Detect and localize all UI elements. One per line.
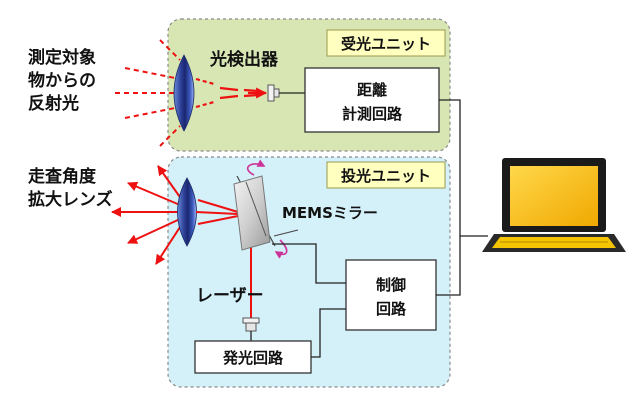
receiver-unit-tag: 受光ユニット [326,29,446,57]
projector-unit-label: 投光ユニット [341,167,431,185]
emitter-circuit-box: 発光回路 [194,340,312,374]
mems-mirror-label: MEMSミラー [282,204,378,222]
emitter-circuit-label: 発光回路 [222,349,284,367]
expansion-lens [177,177,197,247]
receiver-unit-label: 受光ユニット [341,35,431,53]
control-circuit-line1: 制御 [376,276,406,294]
distance-circuit-box: 距離 計測回路 [304,67,440,133]
control-circuit-box: 制御 回路 [345,259,437,331]
receiver-lens [173,54,195,132]
reflected-label-line1: 測定対象 [28,47,96,68]
control-circuit-line2: 回路 [376,300,407,318]
reflected-light-label: 測定対象 物からの 反射光 [28,47,96,114]
expansion-label-line2: 拡大レンズ [28,189,113,210]
distance-circuit-line1: 距離 [357,81,387,99]
mirror-to-lens-rays [195,199,239,225]
mirror-tilt-arrow-top [247,159,266,176]
control-wires [272,243,346,358]
mems-mirror [233,175,276,251]
distance-circuit-line2: 計測回路 [342,105,403,123]
expansion-lens-label: 走査角度 拡大レンズ [28,166,113,210]
focused-rays [195,77,268,109]
reflected-light-rays [115,39,181,147]
mirror-tilt-arrow-bottom [273,229,299,259]
projector-unit-tag: 投光ユニット [326,161,446,189]
expansion-label-line1: 走査角度 [28,166,97,187]
laser-label: レーザー [196,286,264,306]
reflected-label-line2: 物からの [28,70,96,91]
scanned-output-rays [111,165,183,265]
reflected-label-line3: 反射光 [28,93,79,114]
photodetector-label: 光検出器 [209,49,279,70]
laptop-wires [436,99,488,296]
laptop-icon [482,158,626,252]
